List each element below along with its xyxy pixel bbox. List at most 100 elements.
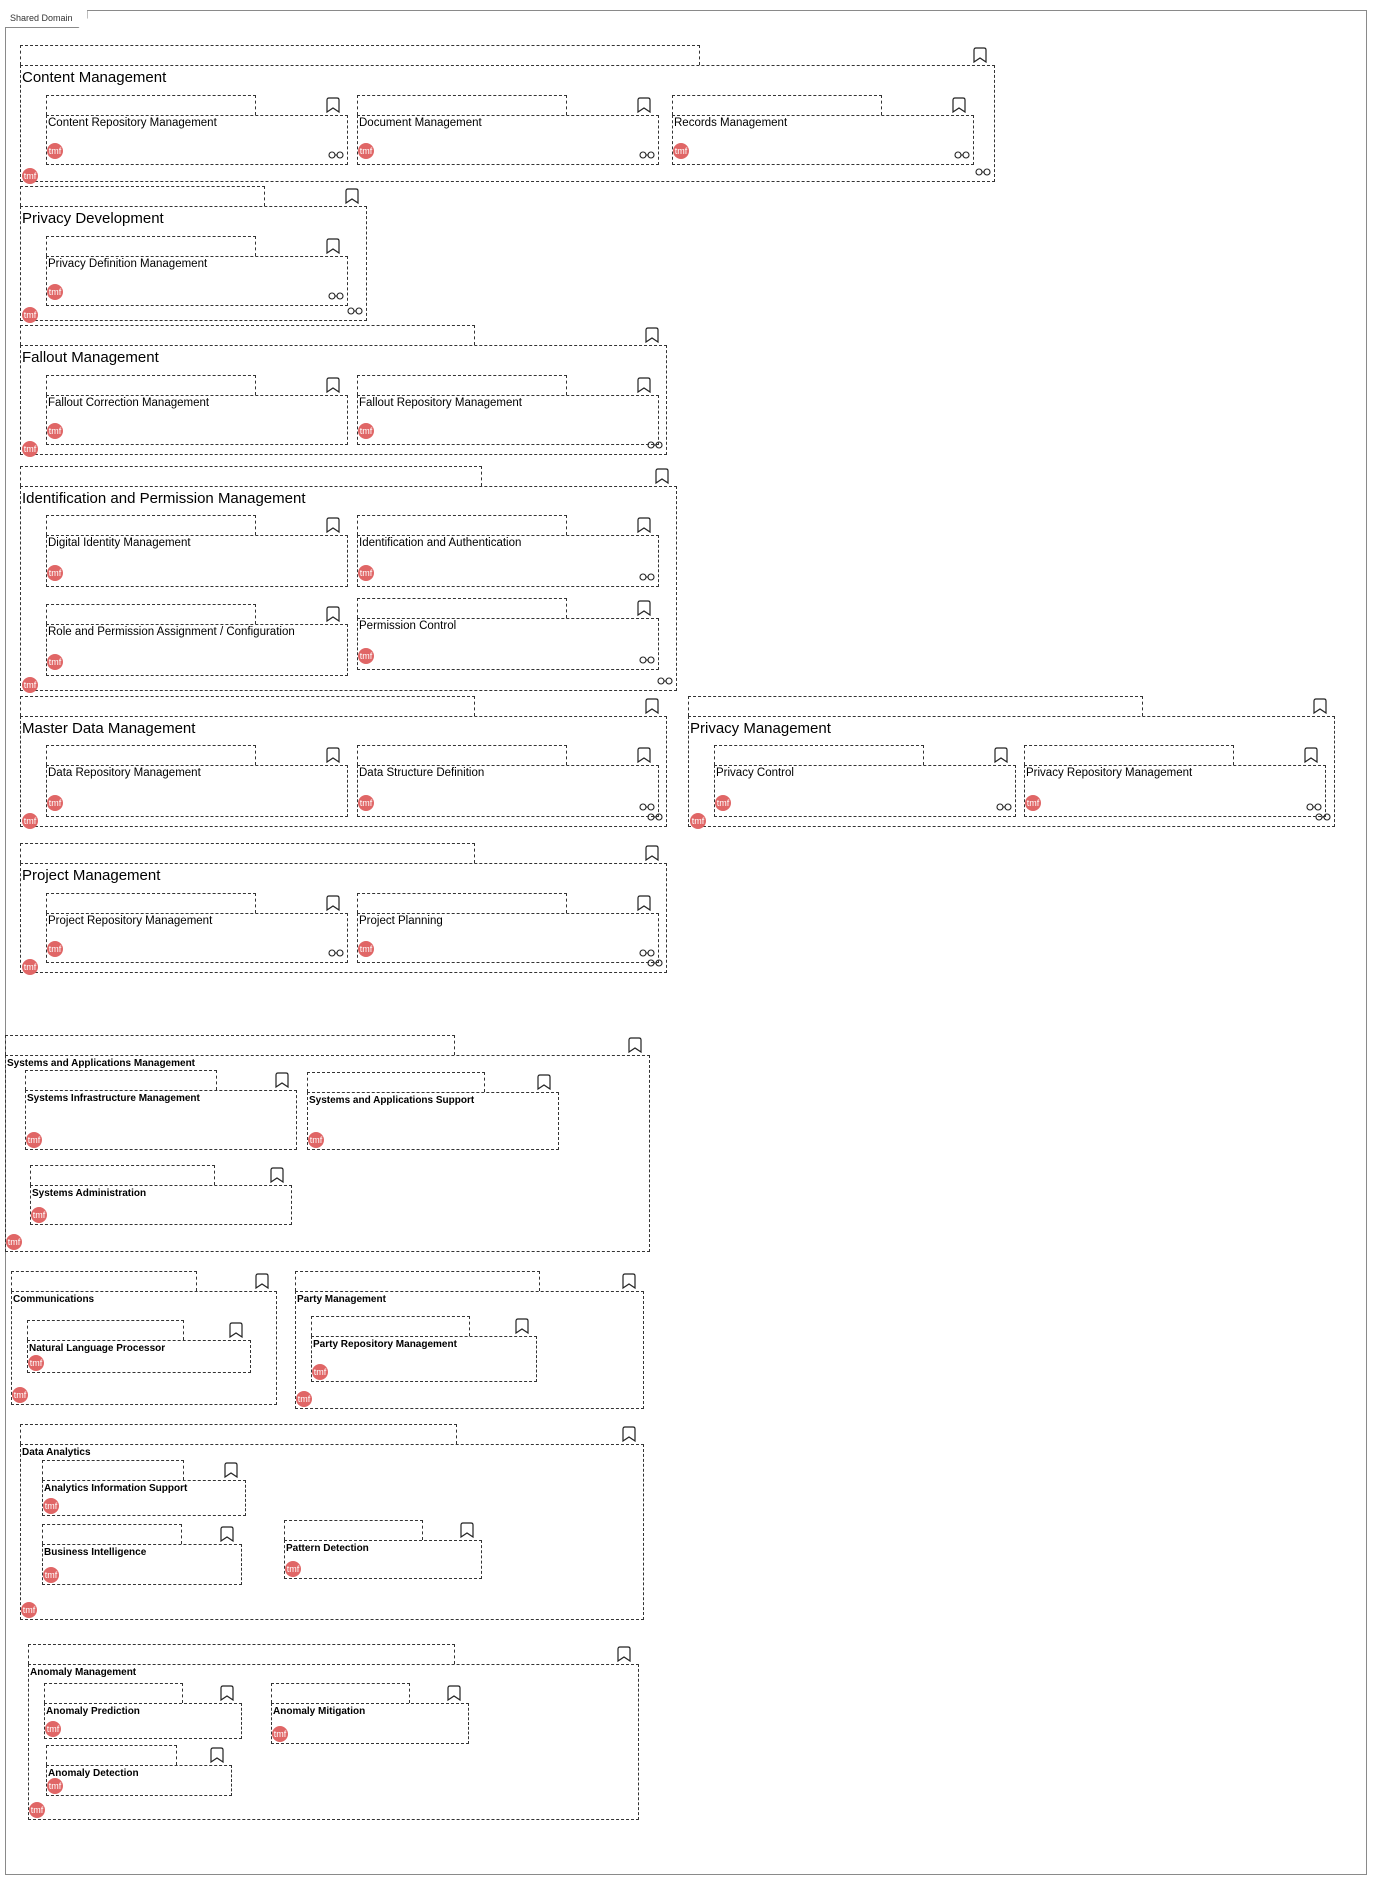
tmf-badge: tmf bbox=[12, 1387, 28, 1403]
tmf-badge: tmf bbox=[29, 1802, 45, 1818]
fallout-management-component[interactable] bbox=[20, 345, 667, 455]
bookmark-icon bbox=[270, 1167, 284, 1184]
privacy-control-label: Privacy Control bbox=[716, 767, 794, 779]
bookmark-icon bbox=[345, 188, 359, 205]
records-management-component[interactable] bbox=[672, 115, 974, 165]
content-management-tab bbox=[20, 45, 700, 65]
systems-applications-support-label: Systems and Applications Support bbox=[309, 1095, 475, 1106]
anomaly-management-component[interactable] bbox=[28, 1664, 639, 1820]
anomaly-mitigation-component[interactable] bbox=[271, 1703, 469, 1744]
anomaly-prediction-label: Anomaly Prediction bbox=[46, 1706, 140, 1717]
anomaly-detection-component[interactable] bbox=[46, 1765, 232, 1796]
role-permission-assignment-label: Role and Permission Assignment / Configu… bbox=[48, 626, 295, 638]
bookmark-icon bbox=[617, 1646, 631, 1663]
tmf-badge: tmf bbox=[358, 941, 374, 957]
systems-infrastructure-management-label: Systems Infrastructure Management bbox=[27, 1093, 200, 1104]
party-repository-management-label: Party Repository Management bbox=[313, 1339, 457, 1350]
bookmark-icon bbox=[326, 747, 340, 764]
party-management-tab bbox=[295, 1271, 540, 1291]
project-management-tab bbox=[20, 843, 475, 863]
data-analytics-component[interactable] bbox=[20, 1444, 644, 1620]
party-management-label: Party Management bbox=[297, 1294, 386, 1305]
communications-label: Communications bbox=[13, 1294, 95, 1305]
link-icon bbox=[647, 959, 663, 967]
analytics-information-support-component[interactable] bbox=[42, 1480, 246, 1516]
identification-authentication-component[interactable] bbox=[357, 535, 659, 587]
bookmark-icon bbox=[655, 468, 669, 485]
tmf-badge: tmf bbox=[715, 795, 731, 811]
master-data-management-tab bbox=[20, 696, 475, 716]
systems-administration-component[interactable] bbox=[30, 1185, 292, 1225]
identification-permission-management-component[interactable] bbox=[20, 486, 677, 691]
content-management-component[interactable] bbox=[20, 65, 995, 182]
project-planning-tab bbox=[357, 893, 567, 913]
tmf-badge: tmf bbox=[22, 677, 38, 693]
data-repository-management-component[interactable] bbox=[46, 765, 348, 817]
bookmark-icon bbox=[326, 606, 340, 623]
project-management-label: Project Management bbox=[22, 867, 161, 884]
pattern-detection-label: Pattern Detection bbox=[286, 1543, 369, 1554]
bookmark-icon bbox=[326, 377, 340, 394]
project-planning-label: Project Planning bbox=[359, 915, 443, 927]
document-management-tab bbox=[357, 95, 567, 115]
bookmark-icon bbox=[220, 1526, 234, 1543]
privacy-control-tab bbox=[714, 745, 924, 765]
business-intelligence-component[interactable] bbox=[42, 1544, 242, 1585]
tmf-badge: tmf bbox=[22, 168, 38, 184]
permission-control-component[interactable] bbox=[357, 618, 659, 670]
natural-language-processor-component[interactable] bbox=[27, 1340, 251, 1373]
communications-component[interactable] bbox=[11, 1291, 277, 1405]
data-analytics-tab bbox=[20, 1424, 457, 1444]
tmf-badge: tmf bbox=[673, 143, 689, 159]
bookmark-icon bbox=[220, 1685, 234, 1702]
systems-applications-management-component[interactable] bbox=[5, 1055, 650, 1252]
privacy-management-component[interactable] bbox=[688, 716, 1335, 827]
tmf-badge: tmf bbox=[47, 654, 63, 670]
permission-control-tab bbox=[357, 598, 567, 618]
party-management-component[interactable] bbox=[295, 1291, 644, 1409]
pattern-detection-component[interactable] bbox=[284, 1540, 482, 1579]
master-data-management-component[interactable] bbox=[20, 716, 667, 827]
privacy-development-component[interactable] bbox=[20, 206, 367, 321]
records-management-tab bbox=[672, 95, 882, 115]
project-repository-management-component[interactable] bbox=[46, 913, 348, 963]
content-repository-management-tab bbox=[46, 95, 256, 115]
tmf-badge: tmf bbox=[285, 1561, 301, 1577]
bookmark-icon bbox=[326, 517, 340, 534]
fallout-repository-management-tab bbox=[357, 375, 567, 395]
anomaly-prediction-component[interactable] bbox=[44, 1703, 242, 1739]
tmf-badge: tmf bbox=[47, 941, 63, 957]
bookmark-icon bbox=[447, 1685, 461, 1702]
systems-administration-label: Systems Administration bbox=[32, 1188, 147, 1199]
fallout-correction-management-component[interactable] bbox=[46, 395, 348, 445]
privacy-development-label: Privacy Development bbox=[22, 210, 164, 227]
fallout-repository-management-component[interactable] bbox=[357, 395, 659, 445]
privacy-definition-management-component[interactable] bbox=[46, 256, 348, 306]
link-icon bbox=[347, 307, 363, 315]
content-repository-management-component[interactable] bbox=[46, 115, 348, 165]
data-structure-definition-component[interactable] bbox=[357, 765, 659, 817]
privacy-control-component[interactable] bbox=[714, 765, 1016, 817]
tmf-badge: tmf bbox=[47, 565, 63, 581]
anomaly-mitigation-tab bbox=[271, 1683, 410, 1703]
identification-permission-management-label: Identification and Permission Management bbox=[22, 490, 306, 507]
systems-applications-support-component[interactable] bbox=[307, 1092, 559, 1150]
content-management-label: Content Management bbox=[22, 69, 167, 86]
project-planning-component[interactable] bbox=[357, 913, 659, 963]
party-repository-management-component[interactable] bbox=[311, 1336, 537, 1382]
bookmark-icon bbox=[460, 1522, 474, 1539]
tmf-badge: tmf bbox=[358, 795, 374, 811]
fallout-management-tab bbox=[20, 325, 475, 345]
bookmark-icon bbox=[275, 1072, 289, 1089]
document-management-component[interactable] bbox=[357, 115, 659, 165]
bookmark-icon bbox=[637, 97, 651, 114]
privacy-repository-management-component[interactable] bbox=[1024, 765, 1326, 817]
systems-infrastructure-management-component[interactable] bbox=[25, 1090, 297, 1150]
tmf-badge: tmf bbox=[296, 1391, 312, 1407]
role-permission-assignment-component[interactable] bbox=[46, 624, 348, 676]
anomaly-detection-label: Anomaly Detection bbox=[48, 1768, 139, 1779]
project-management-component[interactable] bbox=[20, 863, 667, 973]
tmf-badge: tmf bbox=[312, 1364, 328, 1380]
digital-identity-management-component[interactable] bbox=[46, 535, 348, 587]
tmf-badge: tmf bbox=[272, 1726, 288, 1742]
